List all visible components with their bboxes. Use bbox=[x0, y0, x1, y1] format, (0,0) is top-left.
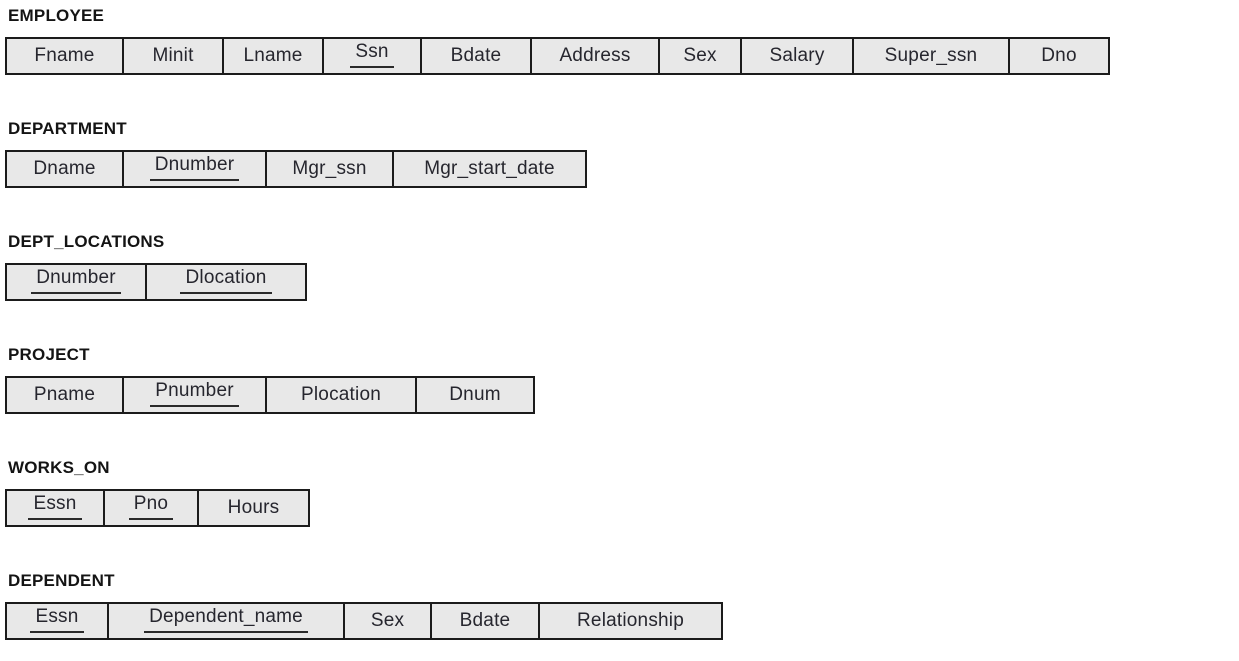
attribute-label: Address bbox=[559, 45, 631, 66]
attribute-row: Dname Dnumber Mgr_ssn Mgr_start_date bbox=[5, 150, 1239, 188]
primary-key-attribute-label: Ssn bbox=[350, 41, 394, 68]
attribute-row: Essn Pno Hours bbox=[5, 489, 1239, 527]
attribute-cell-lname: Lname bbox=[222, 37, 322, 75]
table-title: WORKS_ON bbox=[8, 458, 110, 477]
primary-key-attribute-label: Pno bbox=[128, 493, 174, 520]
attribute-row: Dnumber Dlocation bbox=[5, 263, 1239, 301]
attribute-cell-salary: Salary bbox=[740, 37, 852, 75]
attribute-label: Dnum bbox=[449, 384, 501, 405]
attribute-cell-essn: Essn bbox=[5, 602, 107, 640]
attribute-cell-mgr_start_date: Mgr_start_date bbox=[392, 150, 587, 188]
attribute-cell-dname: Dname bbox=[5, 150, 122, 188]
attribute-cell-bdate: Bdate bbox=[420, 37, 530, 75]
primary-key-attribute-label: Pnumber bbox=[150, 380, 239, 407]
attribute-label: Lname bbox=[243, 45, 303, 66]
attribute-cell-hours: Hours bbox=[197, 489, 310, 527]
attribute-label: Pname bbox=[33, 384, 96, 405]
attribute-label: Hours bbox=[227, 497, 280, 518]
table-title: PROJECT bbox=[8, 345, 90, 364]
table-dependent: DEPENDENT Essn Dependent_name Sex Bdate Relat… bbox=[5, 571, 1239, 640]
table-dept_locations: DEPT_LOCATIONS Dnumber Dlocation bbox=[5, 232, 1239, 301]
attribute-label: Bdate bbox=[459, 610, 511, 631]
attribute-cell-fname: Fname bbox=[5, 37, 122, 75]
attribute-label: Bdate bbox=[450, 45, 502, 66]
attribute-cell-essn: Essn bbox=[5, 489, 103, 527]
attribute-cell-bdate: Bdate bbox=[430, 602, 538, 640]
attribute-label: Dno bbox=[1041, 45, 1077, 66]
attribute-cell-dependent_name: Dependent_name bbox=[107, 602, 343, 640]
attribute-cell-address: Address bbox=[530, 37, 658, 75]
attribute-label: Mgr_ssn bbox=[292, 158, 367, 179]
attribute-label: Salary bbox=[769, 45, 825, 66]
attribute-label: Sex bbox=[370, 610, 405, 631]
attribute-row: Fname Minit Lname Ssn Bdate Address Sex Salary S… bbox=[5, 37, 1239, 75]
attribute-label: Minit bbox=[152, 45, 194, 66]
attribute-cell-plocation: Plocation bbox=[265, 376, 415, 414]
attribute-cell-sex: Sex bbox=[343, 602, 430, 640]
attribute-label: Fname bbox=[34, 45, 95, 66]
primary-key-attribute-label: Essn bbox=[30, 606, 84, 633]
attribute-label: Super_ssn bbox=[884, 45, 978, 66]
attribute-cell-pnumber: Pnumber bbox=[122, 376, 265, 414]
table-title: DEPT_LOCATIONS bbox=[8, 232, 165, 251]
primary-key-attribute-label: Dnumber bbox=[31, 267, 121, 294]
attribute-cell-sex: Sex bbox=[658, 37, 740, 75]
table-title: EMPLOYEE bbox=[8, 6, 105, 25]
attribute-label: Dname bbox=[33, 158, 96, 179]
attribute-label: Sex bbox=[683, 45, 717, 66]
attribute-label: Relationship bbox=[577, 610, 684, 631]
primary-key-attribute-label: Dlocation bbox=[180, 267, 272, 294]
table-works_on: WORKS_ON Essn Pno Hours bbox=[5, 458, 1239, 527]
attribute-cell-dnum: Dnum bbox=[415, 376, 535, 414]
table-employee: EMPLOYEE Fname Minit Lname Ssn Bdate Address Se… bbox=[5, 6, 1239, 75]
attribute-row: Pname Pnumber Plocation Dnum bbox=[5, 376, 1239, 414]
attribute-cell-ssn: Ssn bbox=[322, 37, 420, 75]
attribute-cell-super_ssn: Super_ssn bbox=[852, 37, 1008, 75]
attribute-cell-dnumber: Dnumber bbox=[5, 263, 145, 301]
table-title: DEPARTMENT bbox=[8, 119, 127, 138]
primary-key-attribute-label: Dnumber bbox=[149, 154, 240, 181]
attribute-cell-pno: Pno bbox=[103, 489, 197, 527]
attribute-label: Mgr_start_date bbox=[424, 158, 555, 179]
attribute-cell-pname: Pname bbox=[5, 376, 122, 414]
attribute-cell-dnumber: Dnumber bbox=[122, 150, 265, 188]
attribute-cell-minit: Minit bbox=[122, 37, 222, 75]
table-project: PROJECT Pname Pnumber Plocation Dnum bbox=[5, 345, 1239, 414]
table-department: DEPARTMENT Dname Dnumber Mgr_ssn Mgr_start_d… bbox=[5, 119, 1239, 188]
attribute-label: Plocation bbox=[301, 384, 381, 405]
attribute-cell-relationship: Relationship bbox=[538, 602, 723, 640]
primary-key-attribute-label: Essn bbox=[28, 493, 82, 520]
attribute-cell-dlocation: Dlocation bbox=[145, 263, 307, 301]
attribute-row: Essn Dependent_name Sex Bdate Relationship bbox=[5, 602, 1239, 640]
attribute-cell-mgr_ssn: Mgr_ssn bbox=[265, 150, 392, 188]
table-title: DEPENDENT bbox=[8, 571, 115, 590]
attribute-cell-dno: Dno bbox=[1008, 37, 1110, 75]
primary-key-attribute-label: Dependent_name bbox=[144, 606, 308, 633]
